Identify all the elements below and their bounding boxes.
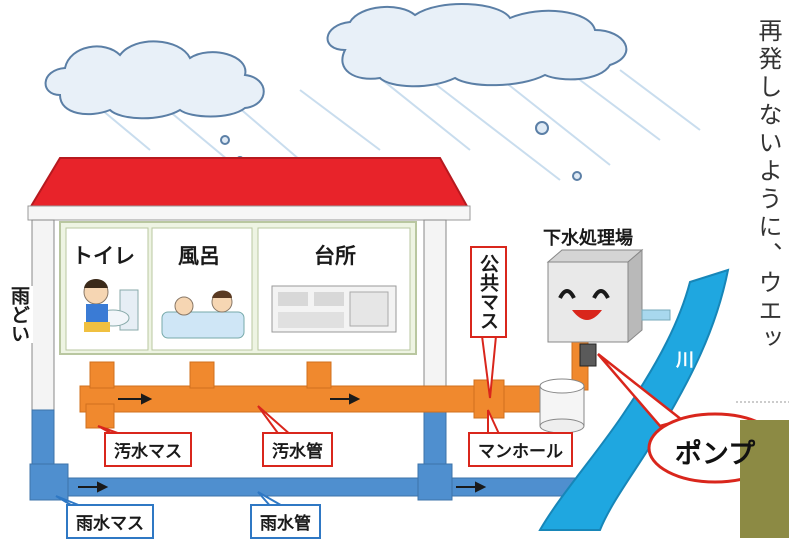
- river-label: 川: [676, 350, 694, 371]
- rainwater-pipe-label: 雨水管: [250, 504, 321, 539]
- kitchen-illustration: [271, 285, 397, 333]
- manhole: [539, 378, 585, 434]
- house-roof: [27, 157, 471, 221]
- sewage-pipe-label: 汚水管: [262, 432, 333, 467]
- treatment-plant-label: 下水処理場: [543, 228, 633, 249]
- room-title-kitchen: 台所: [314, 244, 356, 268]
- bath-illustration: [161, 290, 245, 339]
- pump-unit: [579, 343, 597, 367]
- river: [538, 268, 730, 531]
- left-pillar: [31, 219, 55, 471]
- treatment-plant-building: [546, 248, 671, 344]
- sewage-pipes: [79, 339, 589, 429]
- side-caption: 再発しないように、ウエッ: [754, 18, 782, 354]
- right-pillar: [423, 219, 447, 471]
- cloud-right: [326, 2, 628, 88]
- cloud-left: [44, 40, 265, 120]
- public-basin-label: 公共マス: [470, 246, 507, 338]
- toilet-illustration: [83, 279, 139, 332]
- flow-arrows: [78, 393, 487, 493]
- rain-pipes: [29, 463, 601, 501]
- rain-gutter-label: 雨どい: [6, 286, 33, 343]
- rainwater-basin-label: 雨水マス: [66, 504, 154, 539]
- manhole-label: マンホール: [468, 432, 573, 467]
- sewage-basin-label: 汚水マス: [104, 432, 192, 467]
- pump-label: ポンプ: [674, 439, 756, 470]
- room-title-bath: 風呂: [178, 244, 220, 268]
- photo-thumbnail: [740, 420, 789, 538]
- room-title-toilet: トイレ: [72, 244, 135, 268]
